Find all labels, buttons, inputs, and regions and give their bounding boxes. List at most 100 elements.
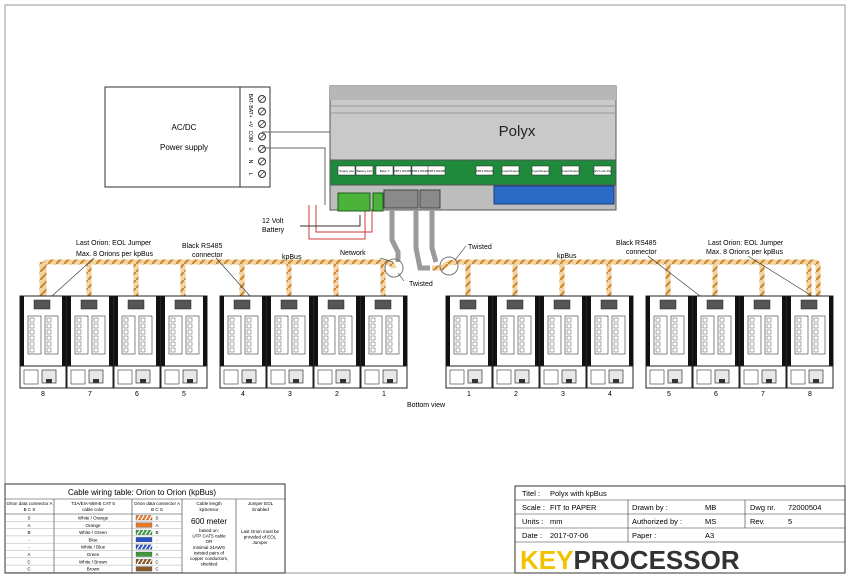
- controller-port-tag: [593, 165, 612, 176]
- terminal-pin: [672, 323, 678, 329]
- rs485-connector: [553, 299, 571, 310]
- terminal-pin: [702, 335, 708, 341]
- table-header: Cable length: [196, 501, 222, 506]
- orion-unit: 7: [739, 295, 787, 398]
- orion-unit-edge: [446, 296, 450, 366]
- orion-unit: 1: [360, 295, 408, 398]
- jumper-note: provided of EOL: [244, 535, 277, 540]
- terminal-pin: [566, 341, 572, 347]
- orion-port-label: [270, 369, 286, 385]
- terminal-pin: [170, 323, 176, 329]
- terminal-pin: [140, 347, 146, 353]
- terminal-pin: [370, 329, 376, 335]
- cable-color-stripe: [140, 529, 145, 535]
- orion-unit-edge: [693, 296, 697, 366]
- orion-unit-number: 6: [714, 391, 718, 398]
- controller-port-label: PRT1 RS485: [394, 169, 412, 173]
- terminal-pin: [123, 335, 129, 341]
- orion-unit: 2: [313, 295, 361, 398]
- terminal-pin: [140, 335, 146, 341]
- controller-port-tag: [337, 165, 356, 176]
- table-cell-left: A: [27, 552, 30, 557]
- rs485-connector: [600, 299, 618, 310]
- terminal-pin: [502, 335, 508, 341]
- terminal-pin: [672, 341, 678, 347]
- controller-port-tag: [561, 165, 580, 176]
- terminal-pin: [229, 329, 235, 335]
- cable-color-stripe: [148, 515, 153, 521]
- terminal-pin: [170, 329, 176, 335]
- table-cell-left: B: [27, 530, 30, 535]
- psu-terminal-label: ⏚: [247, 146, 254, 151]
- orion-port-label: [590, 369, 606, 385]
- terminal-pin: [187, 335, 193, 341]
- terminal-pin: [672, 317, 678, 323]
- orion-unit-edge: [203, 296, 207, 366]
- battery-wire-black: [300, 215, 361, 227]
- terminal-pin: [387, 317, 393, 323]
- label-twisted_right: Twisted: [468, 244, 492, 251]
- label-rs485_left_2: connector: [192, 252, 223, 259]
- terminal-pin: [813, 347, 819, 353]
- jumper-note: Last Orion must be: [241, 529, 280, 534]
- terminal-pin: [702, 329, 708, 335]
- terminal-pin: [340, 341, 346, 347]
- cable-color-swatch: [135, 522, 153, 528]
- network-jack: [383, 189, 419, 209]
- cable-color-stripe: [144, 544, 149, 550]
- terminal-pin: [370, 335, 376, 341]
- terminal-pin: [46, 323, 52, 329]
- table-cell-left: A: [27, 523, 30, 528]
- terminal-pin: [123, 317, 129, 323]
- table-cell-right: A: [155, 523, 158, 528]
- orion-unit-edge: [114, 296, 118, 366]
- terminal-pin: [813, 335, 819, 341]
- terminal-pin: [229, 317, 235, 323]
- table-cell-color: Green: [87, 552, 100, 557]
- orion-unit-number: 4: [241, 391, 245, 398]
- rs485-connector: [127, 299, 145, 310]
- terminal-pin: [276, 347, 282, 353]
- cable-color-stripe: [144, 558, 149, 565]
- controller-port-tag: [375, 165, 394, 176]
- orion-unit-edge: [314, 296, 318, 366]
- terminal-pin: [613, 323, 619, 329]
- controller-port-label: 12V Lock Pwr: [593, 169, 612, 173]
- authorized-value: MS: [705, 517, 716, 526]
- label-eol_left_2: Max. 8 Orions per kpBus: [76, 251, 154, 258]
- orion-port-label: [223, 369, 239, 385]
- cable-length-note: copper conductors,: [190, 556, 228, 561]
- terminal-pin: [387, 341, 393, 347]
- terminal-pin: [549, 347, 555, 353]
- rs485-connector: [659, 299, 677, 310]
- label-battery-2: Battery: [262, 227, 285, 234]
- ethernet-jack-latch: [246, 379, 252, 383]
- orion-unit-number: 5: [182, 391, 186, 398]
- terminal-pin: [93, 335, 99, 341]
- terminal-pin: [702, 317, 708, 323]
- orion-unit-edge: [787, 296, 791, 366]
- orion-unit-number: 7: [761, 391, 765, 398]
- cable-length-note: shielded: [201, 562, 218, 567]
- controller-top-rail: [330, 86, 616, 100]
- orion-unit: 5: [645, 295, 693, 398]
- label-rs485_left_1: Black RS485: [182, 243, 223, 250]
- controller-port-label: Input/Output: [502, 169, 519, 173]
- table-cell-color: White / Green: [79, 530, 107, 535]
- callout-leader: [215, 257, 251, 297]
- terminal-pin: [387, 323, 393, 329]
- terminal-pin: [187, 329, 193, 335]
- terminal-pin: [323, 335, 329, 341]
- brand-logo-key: KEY: [520, 545, 573, 575]
- ethernet-jack-latch: [519, 379, 525, 383]
- ethernet-jack-latch: [140, 379, 146, 383]
- terminal-pin: [323, 341, 329, 347]
- terminal-pin: [170, 317, 176, 323]
- label-eol_right_1: Last Orion: EOL Jumper: [708, 240, 784, 247]
- controller-port-tag: [531, 165, 550, 176]
- rs485-connector: [280, 299, 298, 310]
- rs485-connector: [506, 299, 524, 310]
- ethernet-jack-latch: [719, 379, 725, 383]
